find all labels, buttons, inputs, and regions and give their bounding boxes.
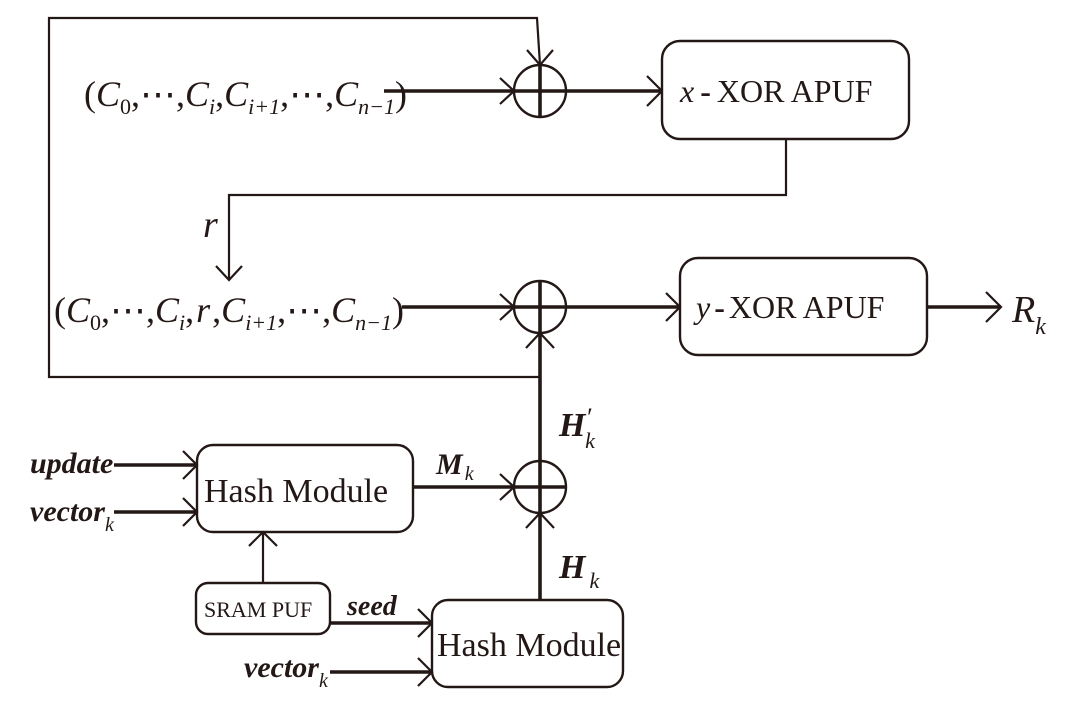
- h-prime-label: H′k: [558, 403, 596, 453]
- arrowhead-output: [985, 291, 1003, 323]
- x-xor-apuf-block: x-XOR APUF: [660, 39, 911, 141]
- update-label: update: [30, 447, 113, 480]
- r-feedback-line: [227, 139, 788, 280]
- svg-text:x-XOR APUF: x-XOR APUF: [679, 73, 872, 109]
- vector-label-2: vectork: [244, 651, 329, 692]
- svg-text:Hash Module: Hash Module: [204, 473, 388, 510]
- xor-gate-3: [512, 459, 568, 515]
- arrowhead-update: [182, 450, 199, 480]
- response-label: Rk: [1011, 289, 1046, 340]
- feedback-loop-line: [47, 16, 542, 379]
- xor-gate-1: [512, 63, 568, 119]
- seed-label: seed: [346, 591, 398, 622]
- arrowhead-hash1-bottom: [248, 530, 278, 547]
- mid-challenge-vector: (C0,⋯,Ci,r,Ci+1,⋯,Cn−1): [54, 290, 404, 335]
- y-xor-apuf-block: y-XOR APUF: [678, 256, 929, 357]
- sram-puf-block: SRAM PUF: [194, 581, 332, 636]
- arrowhead-vector-2: [417, 657, 434, 687]
- r-label: r: [203, 204, 218, 246]
- arrowhead-vector-1: [182, 497, 199, 527]
- vector-label-1: vectork: [30, 495, 115, 536]
- x-variable: x: [679, 73, 694, 109]
- svg-text:SRAM PUF: SRAM PUF: [204, 597, 312, 622]
- svg-text:Hash Module: Hash Module: [437, 627, 621, 664]
- arrowhead-r: [215, 265, 243, 282]
- top-challenge-vector: (C0,⋯,Ci,Ci+1,⋯,Cn−1): [84, 74, 407, 119]
- hash-module-1: Hash Module: [195, 443, 415, 534]
- svg-text:y-XOR APUF: y-XOR APUF: [693, 289, 884, 325]
- hash-module-2: Hash Module: [430, 598, 625, 689]
- y-variable: y: [693, 289, 711, 325]
- xor-gate-2: [512, 279, 568, 335]
